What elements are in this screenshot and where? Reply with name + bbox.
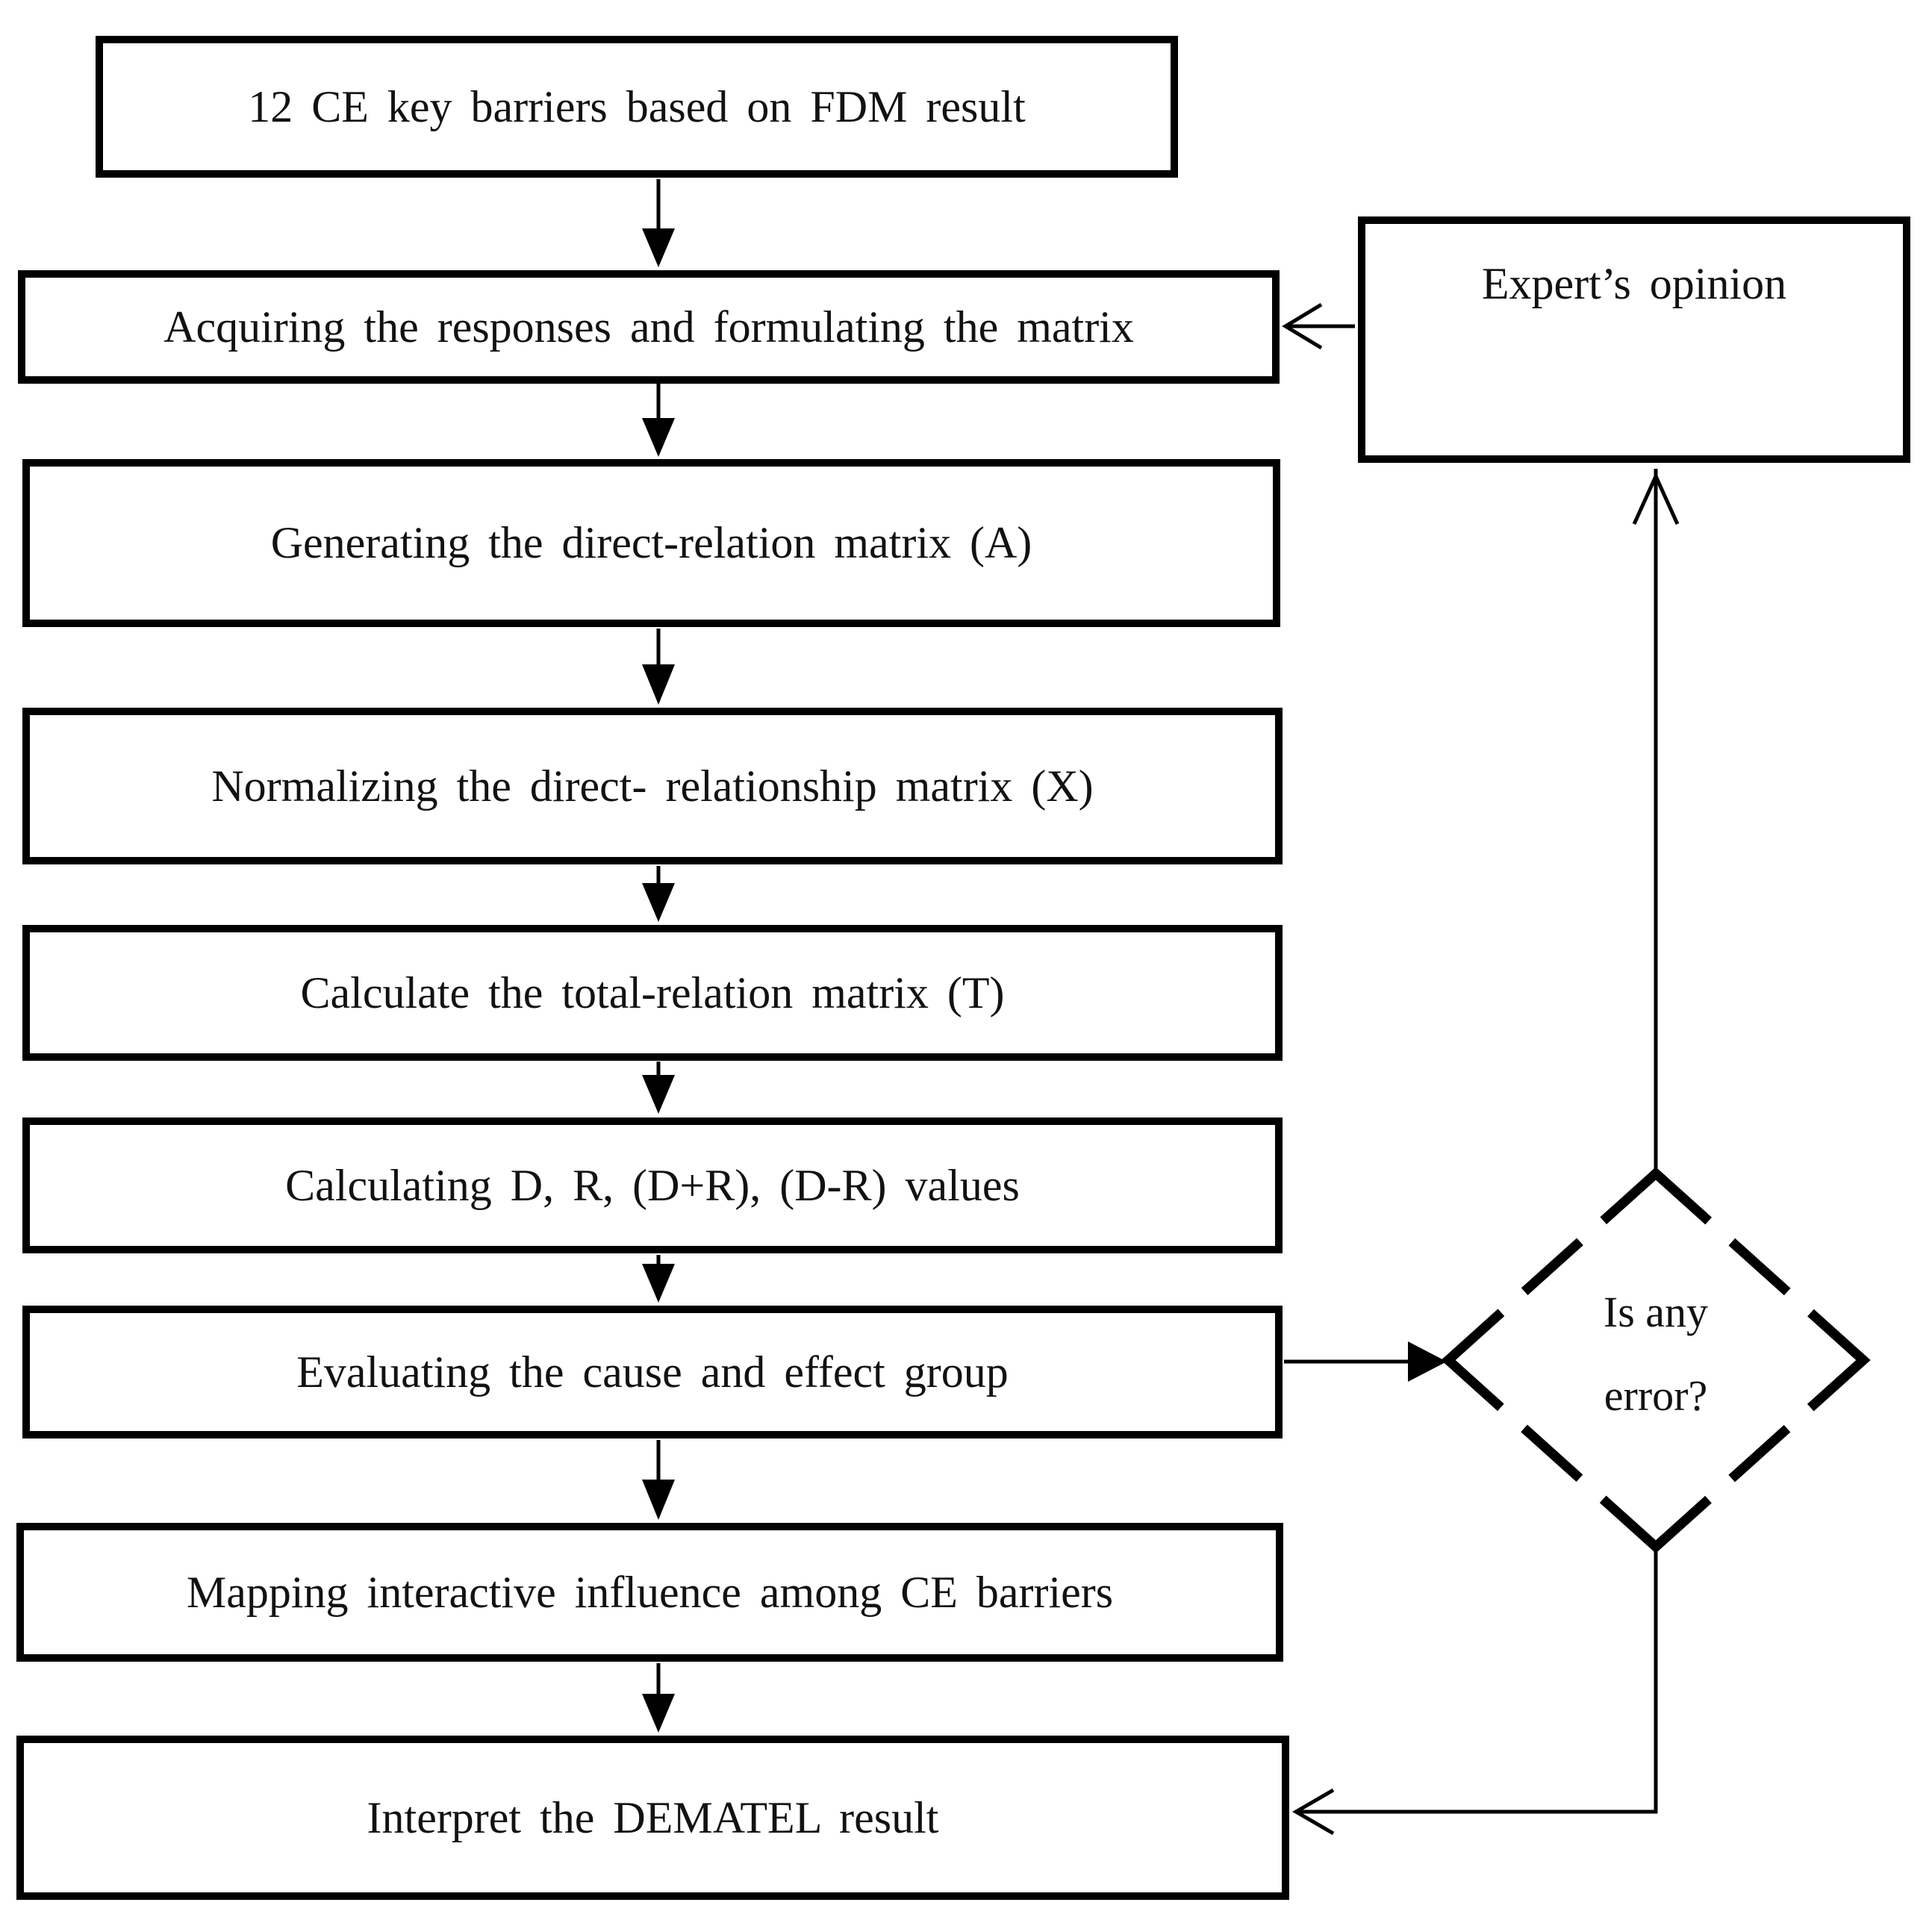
step-label-6: Calculating D, R, (D+R), (D-R) values	[285, 1160, 1020, 1210]
step-label-1: 12 CE key barriers based on FDM result	[248, 81, 1026, 131]
step-label-3: Generating the direct-relation matrix (A…	[270, 518, 1032, 567]
step-box-6: Calculating D, R, (D+R), (D-R) values	[22, 1118, 1283, 1253]
step-box-8: Mapping interactive influence among CE b…	[16, 1523, 1283, 1662]
arrow-step3-step4	[642, 629, 675, 705]
expert-opinion-label: Expert’s opinion	[1481, 259, 1787, 308]
arrow-step4-step5	[642, 866, 675, 922]
step-label-8: Mapping interactive influence among CE b…	[186, 1567, 1114, 1617]
step-box-4: Normalizing the direct- relationship mat…	[22, 708, 1283, 864]
step-box-3: Generating the direct-relation matrix (A…	[22, 459, 1280, 627]
arrow-step1-step2	[642, 179, 675, 267]
step-label-7: Evaluating the cause and effect group	[296, 1347, 1009, 1397]
arrow-step6-step7	[642, 1255, 675, 1303]
step-label-5: Calculate the total-relation matrix (T)	[300, 967, 1005, 1017]
arrow-step8-step9	[642, 1663, 675, 1733]
decision-label-line1: Is any	[1603, 1288, 1709, 1336]
step-label-2: Acquiring the responses and formulating …	[163, 302, 1134, 352]
decision-diamond	[1441, 1167, 1871, 1553]
arrow-step7-step8	[642, 1440, 675, 1520]
arrow-step7-decision	[1284, 1341, 1447, 1382]
arrow-step2-step3	[642, 384, 675, 457]
step-label-4: Normalizing the direct- relationship mat…	[211, 761, 1094, 811]
flow-arrows	[642, 179, 1447, 1733]
decision-label: Is any error?	[1506, 1271, 1805, 1438]
decision-label-line2: error?	[1604, 1371, 1708, 1420]
step-label-9: Interpret the DEMATEL result	[367, 1792, 939, 1842]
step-box-9: Interpret the DEMATEL result	[16, 1736, 1289, 1900]
step-box-7: Evaluating the cause and effect group	[22, 1306, 1283, 1438]
feedback-connectors	[1282, 302, 1680, 1836]
arrow-decision-step9	[1292, 1548, 1658, 1836]
expert-opinion-box: Expert’s opinion	[1358, 216, 1910, 463]
arrow-expert-step2	[1282, 302, 1355, 350]
arrow-step5-step6	[642, 1062, 675, 1114]
arrow-decision-expert	[1632, 469, 1680, 1172]
step-box-5: Calculate the total-relation matrix (T)	[22, 925, 1283, 1061]
step-box-2: Acquiring the responses and formulating …	[18, 270, 1280, 384]
step-box-1: 12 CE key barriers based on FDM result	[96, 36, 1178, 178]
